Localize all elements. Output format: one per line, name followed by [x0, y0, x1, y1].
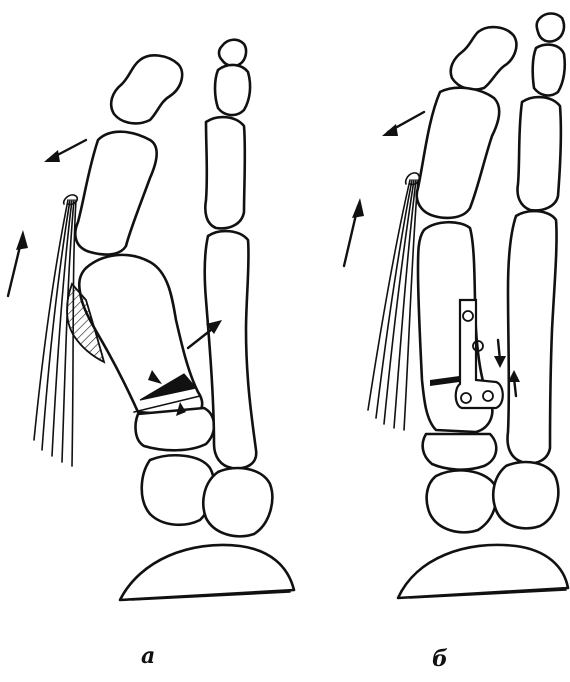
second-toe-proximal-b: [518, 97, 561, 210]
distal-phalanx-big-toe-a: [111, 55, 182, 123]
tendon-fibers-b: [368, 173, 419, 430]
first-metatarsal-a: [79, 255, 202, 416]
cuneiform-b: [427, 470, 497, 532]
panel-a-label: а: [141, 645, 155, 667]
tarsal-a: [203, 468, 272, 536]
metatarsal-base-a: [136, 408, 215, 450]
second-toe-middle-a: [215, 65, 250, 115]
second-toe-proximal-a: [205, 117, 245, 228]
tarsal-b: [493, 462, 558, 528]
second-metatarsal-b: [508, 211, 557, 463]
navicular-a: [120, 545, 294, 600]
proximal-phalanx-big-toe-b: [417, 88, 499, 218]
cuneiform-a: [142, 455, 214, 524]
metatarsal-base-b: [423, 434, 497, 470]
proximal-phalanx-big-toe-a: [75, 132, 156, 255]
second-toe-middle-b: [533, 45, 565, 96]
distal-phalanx-big-toe-b: [451, 27, 517, 89]
second-toe-distal-a: [219, 40, 246, 66]
panel-b: [344, 14, 568, 599]
panel-b-label: б: [432, 648, 448, 670]
second-toe-distal-b: [537, 14, 564, 42]
navicular-b: [398, 545, 568, 598]
panel-a: [8, 40, 294, 600]
